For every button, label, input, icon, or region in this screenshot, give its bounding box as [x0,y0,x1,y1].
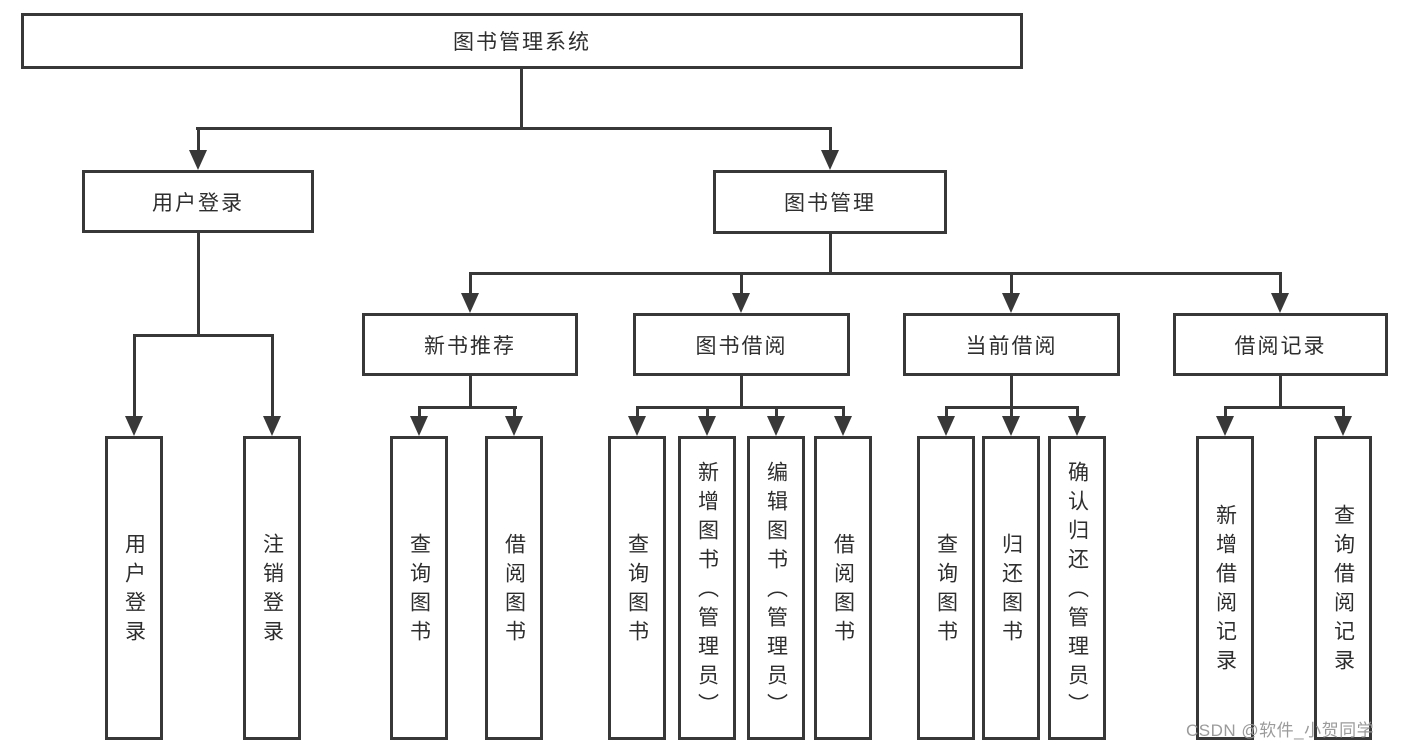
node-return-book: 归还图书 [982,436,1040,740]
arrow-down [505,406,523,436]
connector-line [196,127,832,130]
node-query-books-borrow: 查询图书 [608,436,666,740]
node-user-login-leaf-label: 用户登录 [122,533,146,649]
arrow-down [263,334,281,436]
connector-line [132,334,274,337]
node-query-books-current: 查询图书 [917,436,975,740]
arrow-down [628,406,646,436]
csdn-watermark-text: CSDN @软件_小贺同学 [1186,721,1375,740]
node-borrow-records: 借阅记录 [1173,313,1388,376]
arrow-down [1271,272,1289,313]
node-query-books-recommend: 查询图书 [390,436,448,740]
arrow-down [189,127,207,170]
connector-line [828,234,832,275]
arrow-down [834,406,852,436]
connector-line [635,406,845,409]
node-borrow-records-label: 借阅记录 [1234,334,1327,358]
arrow-down [125,334,143,436]
node-current-borrow-label: 当前借阅 [965,334,1058,358]
arrow-down [410,406,428,436]
node-add-borrow-record: 新增借阅记录 [1196,436,1254,740]
node-query-borrow-record-label: 查询借阅记录 [1331,504,1355,678]
connector-line [1223,406,1345,409]
connector-line [1009,376,1013,409]
node-root-label: 图书管理系统 [453,31,591,54]
node-logout: 注销登录 [243,436,301,740]
node-borrow-books-recommend-label: 借阅图书 [502,533,526,649]
node-confirm-return-admin-label: 确认归还（管理员） [1065,460,1089,722]
arrow-down [732,272,750,313]
node-borrow-books-recommend: 借阅图书 [485,436,543,740]
arrow-down [1216,406,1234,436]
node-book-management: 图书管理 [713,170,947,234]
arrow-down [1002,272,1020,313]
node-book-borrow-label: 图书借阅 [695,334,788,358]
node-current-borrow: 当前借阅 [903,313,1120,376]
connector-line [468,272,1282,275]
node-book-management-label: 图书管理 [784,192,876,215]
node-query-books-borrow-label: 查询图书 [625,533,649,649]
arrow-down [1002,406,1020,436]
arrow-down [767,406,785,436]
connector-line [520,69,523,129]
connector-line [417,406,517,409]
node-add-book-admin-label: 新增图书（管理员） [695,460,719,722]
node-confirm-return-admin: 确认归还（管理员） [1048,436,1106,740]
node-new-book-recommend-label: 新书推荐 [424,334,516,358]
node-borrow-books-leaf-label: 借阅图书 [831,533,855,649]
node-user-login-label: 用户登录 [152,191,244,215]
connector-line [739,376,743,409]
node-return-book-label: 归还图书 [999,533,1023,649]
node-query-books-current-label: 查询图书 [934,533,958,649]
node-add-borrow-record-label: 新增借阅记录 [1213,504,1237,678]
node-root: 图书管理系统 [21,13,1023,69]
node-query-books-recommend-label: 查询图书 [407,533,431,649]
arrow-down [698,406,716,436]
node-user-login: 用户登录 [82,170,314,233]
node-logout-label: 注销登录 [260,533,284,649]
arrow-down [937,406,955,436]
connector-line [468,376,472,409]
connector-line [196,233,200,337]
node-book-borrow: 图书借阅 [633,313,850,376]
node-new-book-recommend: 新书推荐 [362,313,578,376]
csdn-watermark: CSDN @软件_小贺同学 [1186,716,1374,741]
node-query-borrow-record: 查询借阅记录 [1314,436,1372,740]
arrow-down [821,127,839,170]
node-borrow-books-leaf: 借阅图书 [814,436,872,740]
node-user-login-leaf: 用户登录 [105,436,163,740]
node-edit-book-admin: 编辑图书（管理员） [747,436,805,740]
node-edit-book-admin-label: 编辑图书（管理员） [764,460,788,722]
node-add-book-admin: 新增图书（管理员） [678,436,736,740]
arrow-down [461,272,479,313]
connector-line [1278,376,1282,409]
arrow-down [1068,406,1086,436]
arrow-down [1334,406,1352,436]
